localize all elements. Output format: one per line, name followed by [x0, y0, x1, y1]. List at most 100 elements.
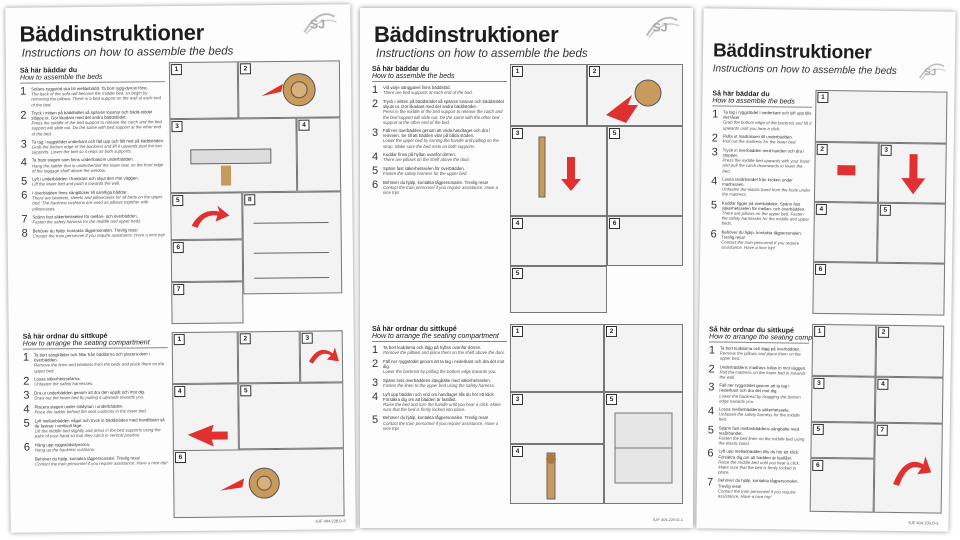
illustration-panel: 5 — [810, 421, 875, 459]
seating-section: Så här ordnar du sittkupé How to arrange… — [23, 332, 169, 467]
illustration-panel: 2 — [813, 141, 879, 203]
illustration-panel: 3 — [810, 375, 876, 423]
illustration-panel: 4 — [510, 216, 607, 266]
page-title: Bäddinstruktioner — [374, 22, 559, 47]
svg-text:SJ: SJ — [653, 21, 668, 35]
instruction-sheet-1: SJ Bäddinstruktioner Instructions on how… — [5, 4, 356, 533]
illustration-panel: 2 — [237, 60, 341, 119]
illustration-panel: 8 — [242, 191, 343, 295]
illustration-panel: 7 — [171, 281, 244, 325]
illustration-panel: 1 — [811, 323, 877, 377]
illustration-panel: 4 — [510, 444, 604, 504]
illustration-panel: 5 — [607, 126, 683, 216]
section-subheading: How to assemble the beds — [19, 73, 166, 84]
page-subtitle: Instructions on how to assemble the beds — [21, 45, 234, 60]
illustration-panel: 3 — [510, 126, 607, 216]
illustration-panel: 6 — [607, 216, 683, 266]
section-subheading: How to assemble the beds — [712, 97, 813, 108]
section-heading: Så här bäddar du — [372, 66, 430, 73]
document-code: SJF 404.229.D-1 — [652, 517, 683, 522]
illustration-panel: 3 — [877, 142, 947, 204]
document-code: SJF 404.230.D-2 — [908, 520, 939, 526]
closing-text: Behöver du hjälp, kontakta tågpersonalen… — [34, 455, 168, 467]
illustration-panel: 2 — [604, 324, 683, 392]
svg-text:SJ: SJ — [924, 67, 936, 78]
illustration-panel: 6 — [172, 448, 345, 519]
illustration-panel: 3 — [299, 330, 344, 383]
document-code: SJF 404.228.D-3 — [315, 518, 346, 524]
illustration-panel: 2 — [587, 64, 683, 126]
illustration-panel: 7 — [873, 422, 943, 514]
sj-logo: SJ — [917, 61, 947, 81]
page-subtitle: Instructions on how to assemble the beds — [376, 48, 588, 60]
section-subheading: How to arrange the seating compartment — [372, 333, 507, 342]
illustration-panel: 5 — [238, 382, 344, 450]
illustration-panel: 2 — [237, 330, 301, 384]
make-bed-section: Så här bäddar du How to assemble the bed… — [20, 66, 167, 242]
illustration-panel: 5 — [604, 392, 683, 504]
illustration-panel: 3 — [510, 392, 604, 444]
illustration-panel: 1 — [510, 324, 604, 392]
illustration-panel: 4 — [172, 383, 240, 482]
illustration-panel: 4 — [813, 201, 878, 263]
illustration-panel: 6 — [812, 261, 946, 316]
page-title: Bäddinstruktioner — [712, 40, 872, 64]
illustration-panel: 5 — [170, 192, 243, 241]
illustration-panel: 4 — [874, 376, 944, 424]
section-subheading: How to arrange the seating compartment — [22, 339, 168, 350]
illustration-panel: 5 — [510, 266, 607, 313]
section-subheading: How to assemble the beds — [372, 73, 507, 82]
page-subtitle: Instructions on how to assemble the beds — [712, 63, 897, 77]
sj-logo: SJ — [643, 14, 681, 40]
illustration-panel: 2 — [875, 324, 945, 378]
illustration-panel: 6 — [809, 457, 875, 513]
page-title: Bäddinstruktioner — [19, 19, 205, 47]
sj-logo: SJ — [300, 10, 338, 36]
illustration-panel: 5 — [877, 202, 946, 264]
illustration-panel: 1 — [171, 331, 239, 385]
make-bed-section: Så här bäddar du How to assemble the bed… — [710, 90, 813, 254]
svg-text:SJ: SJ — [310, 17, 325, 31]
seating-section: Så här ordnar du sittkupé How to arrange… — [706, 326, 836, 503]
section-subheading: How to arrange the seating compartment — [708, 333, 836, 344]
illustration-panel: 3 — [169, 117, 298, 194]
instruction-sheet-3: SJ Bäddinstruktioner Instructions on how… — [696, 8, 956, 532]
instruction-sheet-2: SJ Bäddinstruktioner Instructions on how… — [360, 8, 693, 528]
